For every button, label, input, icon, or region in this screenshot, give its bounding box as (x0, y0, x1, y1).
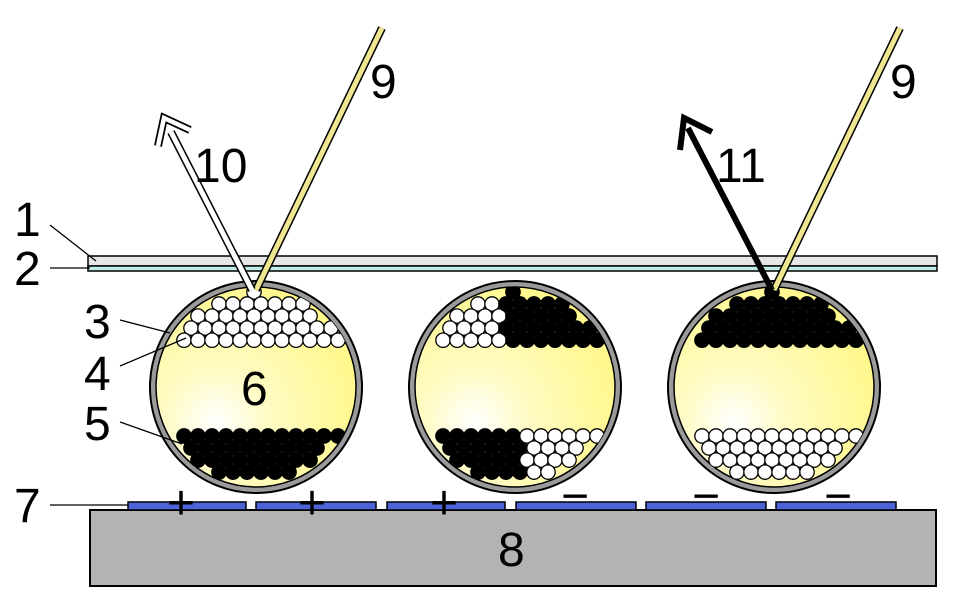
electrode-sign-6: − (824, 470, 852, 523)
electrode-4 (515, 501, 637, 511)
electrode-1 (127, 501, 247, 511)
white-particle (729, 464, 745, 480)
incident-light-ray-left-fill (253, 26, 385, 292)
white-particle (316, 332, 332, 349)
label-5: 5 (84, 398, 111, 451)
black-particle (498, 464, 514, 480)
label-4: 4 (84, 348, 111, 401)
white-particle (232, 332, 248, 349)
black-particle (505, 287, 521, 300)
white-particle (204, 332, 220, 349)
black-particle (302, 452, 318, 468)
capsule-1 (149, 280, 363, 494)
electrode-5 (645, 501, 767, 511)
black-particle (505, 332, 521, 349)
black-particle (708, 332, 724, 349)
white-particle (274, 332, 290, 349)
electrode-6 (775, 501, 897, 511)
label-2: 2 (14, 243, 41, 296)
substrate (89, 509, 937, 587)
black-particle (470, 464, 486, 480)
white-particle (526, 464, 542, 480)
black-particle (764, 332, 780, 349)
black-particle (561, 308, 577, 324)
black-particle (820, 332, 836, 349)
white-particle (757, 464, 773, 480)
white-particle (820, 452, 836, 468)
white-particle (260, 332, 276, 349)
white-particle (302, 308, 318, 324)
electrode-2 (255, 501, 377, 511)
white-particle (176, 332, 192, 349)
label-7: 7 (14, 480, 41, 533)
white-particle (218, 332, 234, 349)
black-particle (722, 332, 738, 349)
reflected-white-arrow (154, 112, 256, 292)
black-particle (267, 464, 283, 480)
black-particle (694, 332, 710, 349)
electrode-sign-3: + (430, 477, 458, 530)
white-particle (785, 464, 801, 480)
black-particle (211, 464, 227, 480)
absorbed-black-arrow (677, 113, 775, 292)
transparent-electrode-layer (87, 265, 938, 272)
black-particle (750, 332, 766, 349)
top-transparent-sheet (87, 255, 938, 267)
label-10: 10 (194, 140, 247, 193)
label-1: 1 (14, 194, 41, 247)
white-particle (302, 332, 318, 349)
capsule-2 (408, 280, 622, 494)
label-9-left: 9 (370, 56, 397, 109)
black-particle (736, 332, 752, 349)
black-particle (792, 332, 808, 349)
black-particle (834, 332, 850, 349)
leader-lines (49, 224, 187, 506)
black-particle (820, 308, 836, 324)
white-particle (190, 332, 206, 349)
label-6: 6 (241, 363, 268, 416)
white-particle (561, 452, 577, 468)
black-particle (806, 332, 822, 349)
black-particle (778, 332, 794, 349)
capsule-3 (667, 280, 881, 494)
white-particle (288, 332, 304, 349)
black-particle (225, 464, 241, 480)
black-particle (309, 440, 325, 456)
white-particle (435, 332, 451, 349)
white-particle (827, 440, 843, 456)
electrode-row (127, 501, 897, 511)
electrode-sign-4: − (561, 470, 589, 523)
white-particle (799, 464, 815, 480)
electrode-sign-2: + (298, 477, 326, 530)
label-3: 3 (84, 296, 111, 349)
label-8: 8 (498, 524, 525, 577)
electrode-sign-5: − (692, 470, 720, 523)
black-particle (575, 332, 591, 349)
electrode-sign-1: + (167, 477, 195, 530)
label-9-right: 9 (890, 56, 917, 109)
black-particle (547, 332, 563, 349)
white-particle (568, 440, 584, 456)
white-particle (771, 464, 787, 480)
black-particle (253, 464, 269, 480)
white-particle (540, 464, 556, 480)
incident-light-ray-right-fill (771, 26, 903, 292)
label-11: 11 (716, 140, 766, 193)
white-particle (477, 332, 493, 349)
black-particle (561, 332, 577, 349)
black-particle (484, 464, 500, 480)
black-particle (533, 332, 549, 349)
white-particle (743, 464, 759, 480)
white-particle (463, 332, 479, 349)
black-particle (519, 332, 535, 349)
black-particle (239, 464, 255, 480)
black-particle (281, 464, 297, 480)
white-particle (449, 332, 465, 349)
electrode-3 (386, 501, 506, 511)
white-particle (246, 332, 262, 349)
